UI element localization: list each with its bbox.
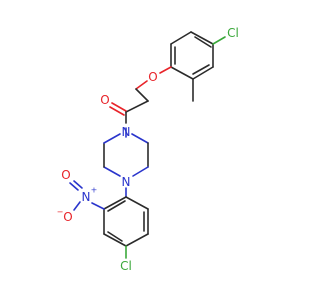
ether-oxygen-atom: O (148, 70, 157, 84)
piperazine-nitrogen-bottom: N (122, 175, 131, 189)
bond (170, 66, 194, 80)
bond (190, 31, 214, 45)
bond (107, 200, 126, 212)
bond (111, 102, 127, 112)
bond (125, 196, 149, 210)
bond (125, 233, 149, 247)
bond (103, 196, 127, 210)
bond (107, 231, 123, 242)
bond (159, 66, 172, 74)
bond (109, 106, 125, 116)
bond (170, 31, 192, 45)
ether-linkage (125, 66, 172, 113)
bond (135, 88, 149, 102)
bond (212, 36, 226, 45)
chloronitrophenyl-ring (91, 196, 149, 259)
bond (73, 201, 81, 211)
piperazine-ring (103, 127, 149, 198)
nitro-oxygen-double-atom: O (61, 168, 70, 182)
bond (69, 182, 79, 191)
bond (103, 166, 121, 177)
nitro-negative-charge: − (57, 208, 64, 217)
bond (91, 202, 105, 210)
bond (132, 166, 149, 177)
bond (131, 133, 149, 144)
bond (194, 36, 212, 48)
carbonyl-group (109, 102, 127, 124)
chlorine-atom-top: Cl (227, 26, 239, 40)
chlorine-atom-bottom: Cl (120, 259, 132, 273)
nitro-oxygen-minus-atom: O (63, 210, 72, 224)
bond (103, 233, 127, 247)
bond (192, 66, 214, 80)
bond (103, 133, 121, 144)
bond (125, 100, 149, 113)
piperazine-nitrogen-top: N (122, 125, 131, 139)
nitro-positive-charge: + (91, 186, 98, 195)
bond (73, 180, 83, 189)
chloromethylphenyl-ring (170, 31, 226, 102)
nitro-nitrogen-atom: N (82, 190, 91, 204)
nitro-group (69, 180, 83, 211)
bond (192, 64, 210, 75)
carbonyl-oxygen-atom: O (100, 93, 109, 107)
bond (135, 80, 148, 90)
molecule-structure: Cl O O N N N + O − O Cl (57, 26, 239, 273)
